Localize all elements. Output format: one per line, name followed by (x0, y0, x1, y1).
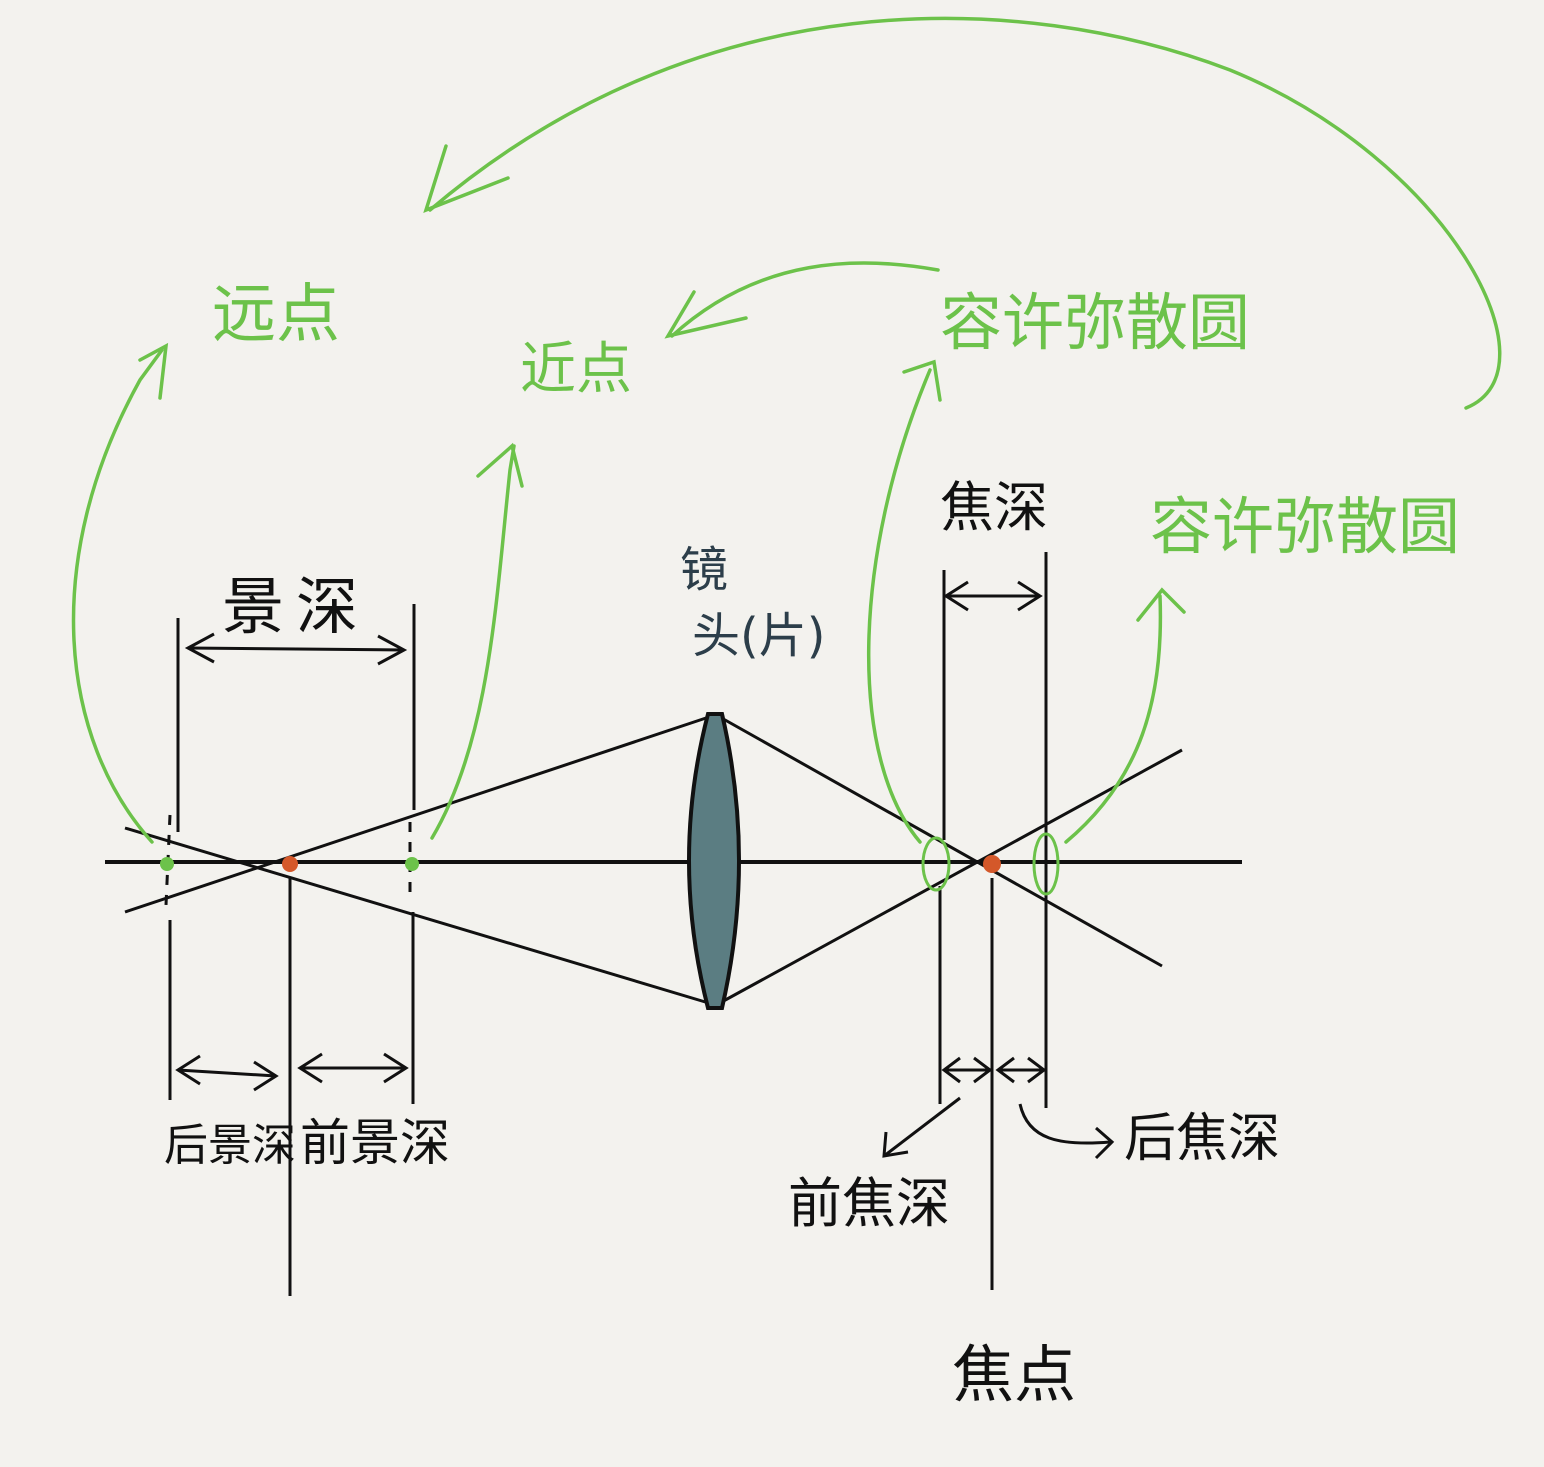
coc-top-arrowhead (902, 359, 942, 402)
object-focus-dot (282, 856, 298, 872)
coc-to-far-curve (428, 16, 1502, 410)
depth-of-focus-arrow (943, 580, 1043, 612)
coc-to-near-curve (670, 261, 940, 338)
front-dof-label: 前景深 (300, 1114, 450, 1172)
rear-focus-depth-arrow (995, 1056, 1047, 1084)
coc-right-curve (1064, 594, 1163, 844)
coc-to-far-arrowhead (423, 144, 510, 213)
front-focus-depth-label: 前焦深 (788, 1172, 950, 1235)
coc-to-near-arrowhead (664, 290, 748, 339)
lens-label-line2: 头(片) (692, 608, 825, 664)
coc-top-label: 容许弥散圆 (940, 286, 1250, 359)
front-dof-arrow (297, 1052, 409, 1084)
coc-front-ellipse (921, 836, 951, 892)
coc-top-curve (866, 368, 932, 844)
depth-of-field-arrow (184, 632, 408, 666)
far-point-label: 远点 (212, 278, 340, 352)
near-point-dot (405, 857, 419, 871)
ray-image-lower (717, 748, 1183, 1006)
rear-dof-arrow (175, 1054, 279, 1092)
front-focus-depth-arrow (941, 1056, 993, 1084)
near-point-arrowhead (476, 442, 524, 488)
rear-focus-depth-label: 后焦深 (1124, 1109, 1280, 1169)
far-point-curve (71, 348, 164, 844)
far-point-arrowhead (138, 342, 169, 400)
focal-point-label: 焦点 (952, 1338, 1076, 1411)
image-focus-dot (983, 855, 1001, 873)
ray-object-lower (124, 714, 713, 914)
coc-right-label: 容许弥散圆 (1150, 490, 1460, 563)
coc-right-arrowhead (1136, 587, 1186, 622)
lens-label-line1: 镜 (680, 542, 728, 598)
lens-element (687, 712, 741, 1010)
coc-rear-ellipse (1032, 832, 1060, 896)
rear-dof-label: 后景深 (164, 1120, 296, 1171)
depth-of-focus-label: 焦深 (940, 476, 1048, 539)
depth-of-field-label: 景深 (222, 570, 370, 643)
near-point-label: 近点 (520, 337, 632, 402)
rear-focus-depth-pointer (1018, 1103, 1115, 1160)
ray-object-upper (124, 826, 713, 1006)
far-point-dot (160, 857, 174, 871)
near-point-curve (430, 444, 516, 840)
front-focus-depth-pointer (882, 1096, 961, 1158)
